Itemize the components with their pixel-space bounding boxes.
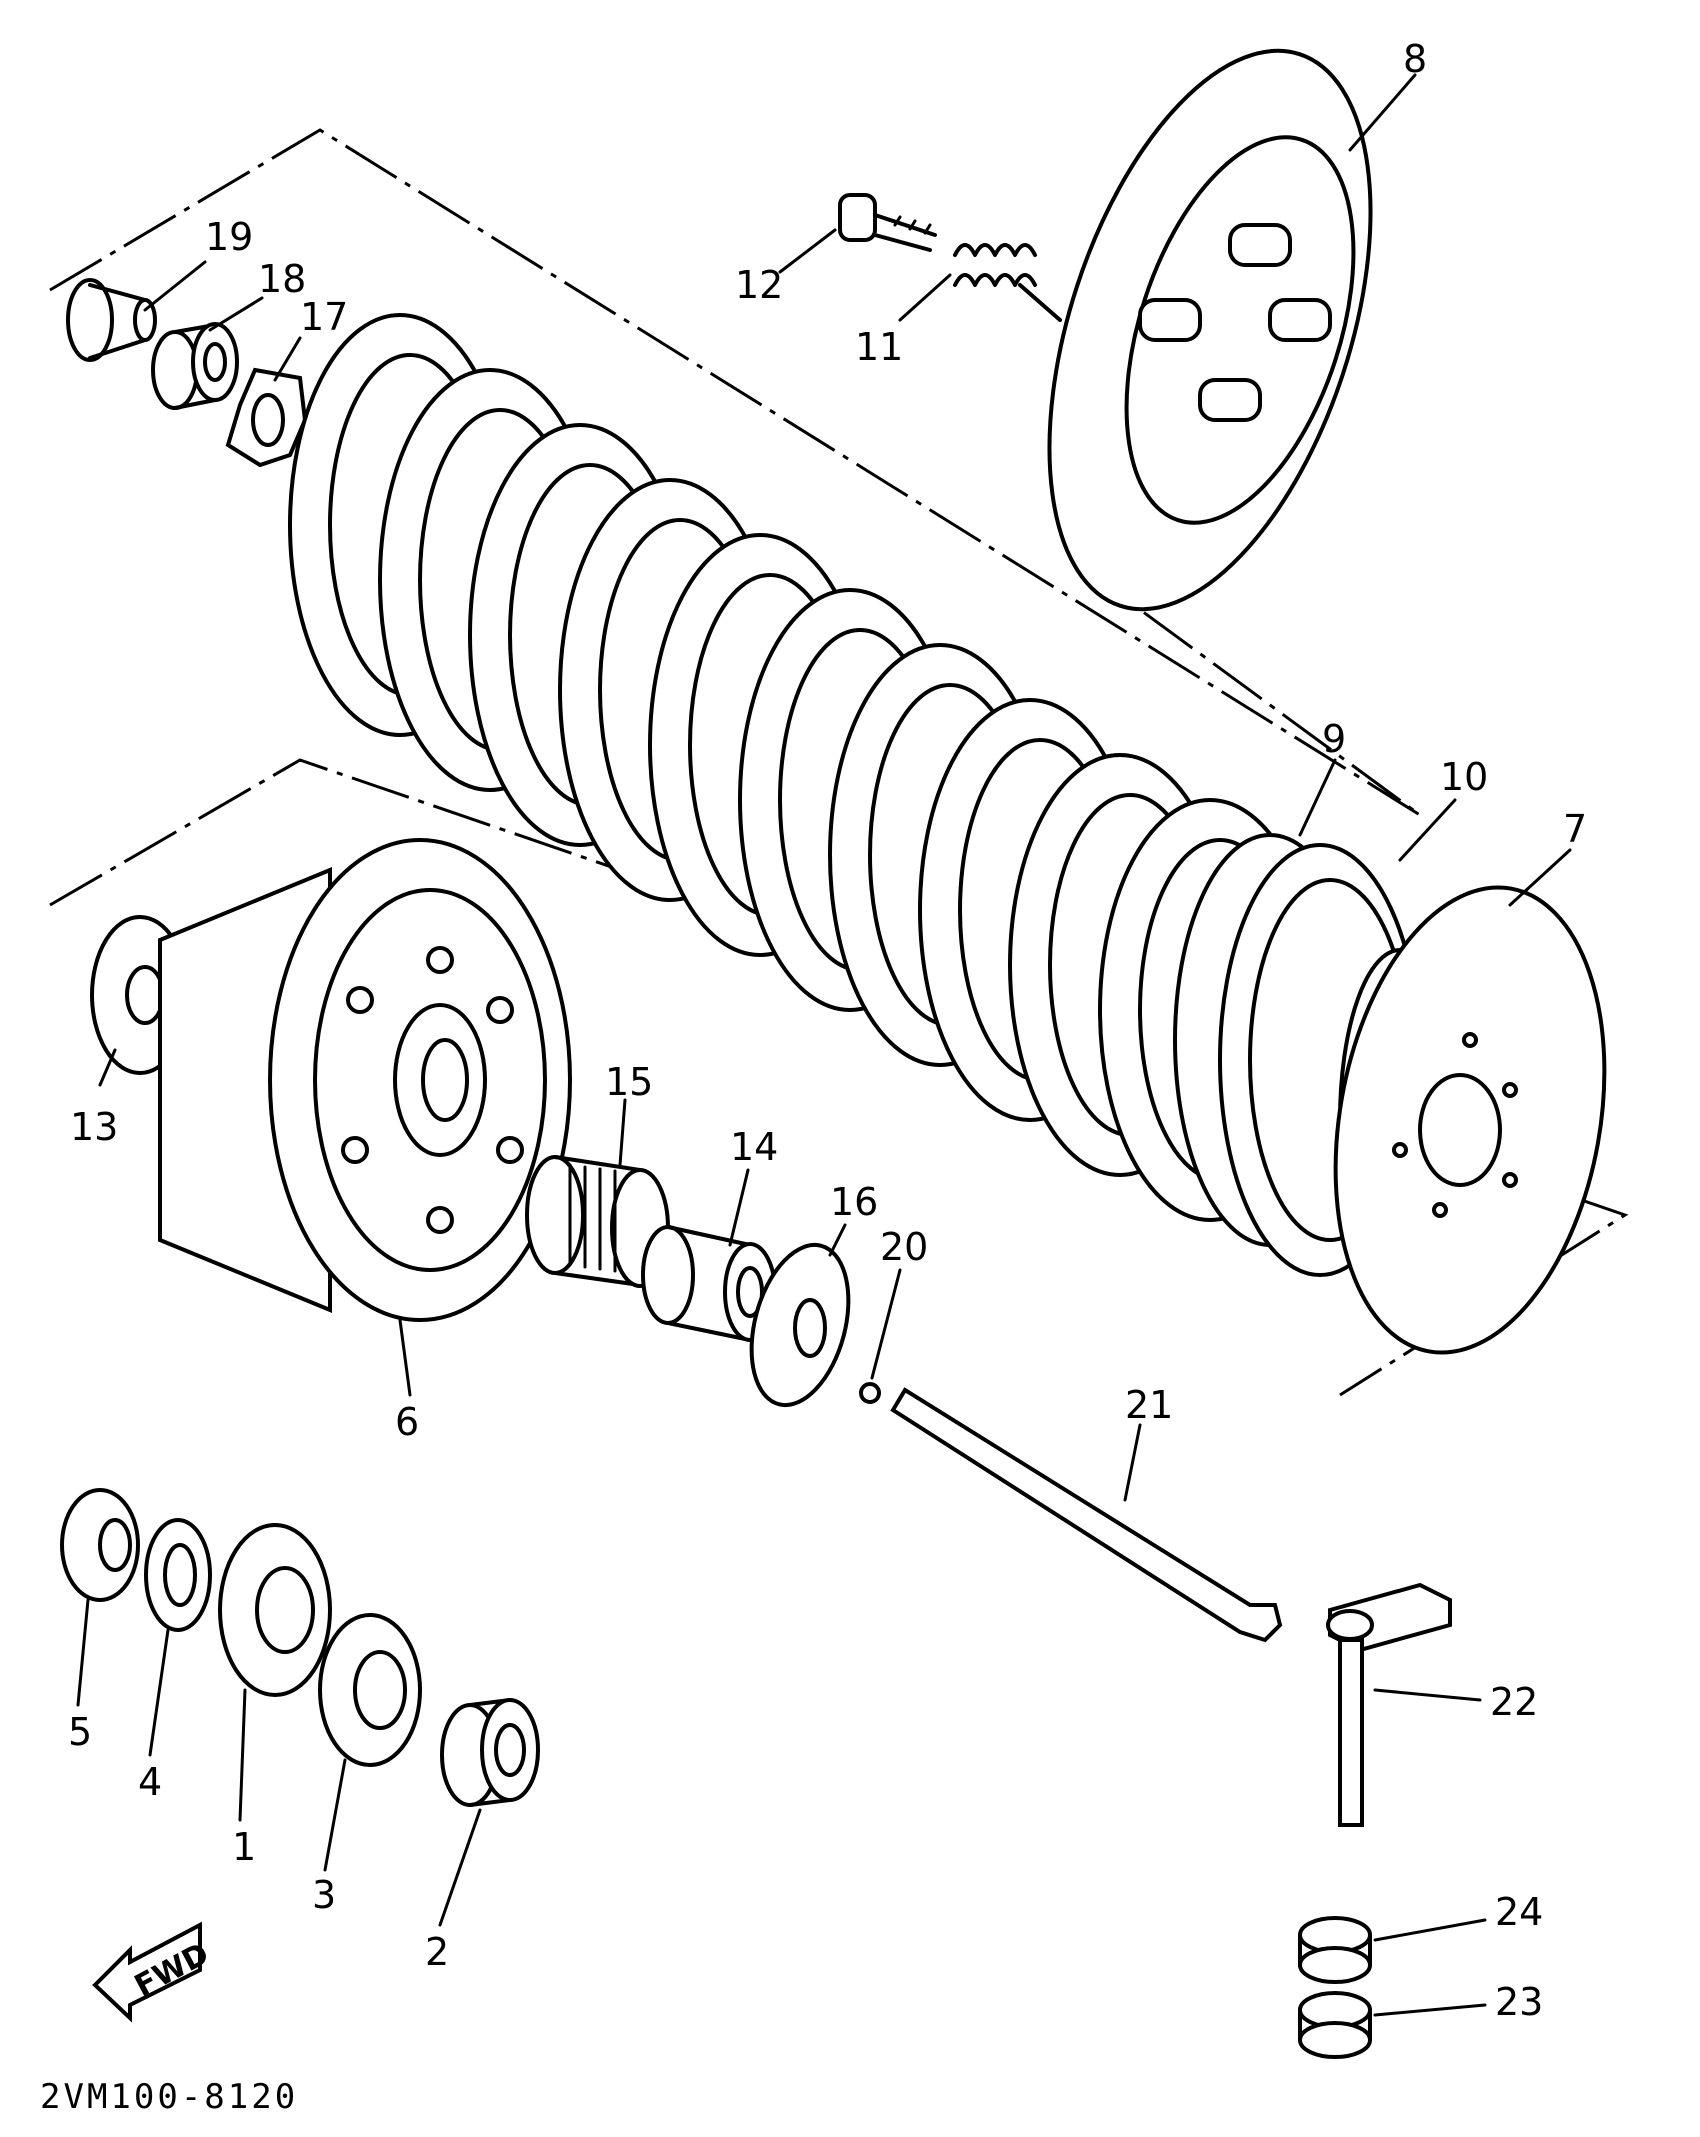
callout-19: 19 xyxy=(205,215,253,259)
callout-18: 18 xyxy=(258,257,306,301)
callout-6: 6 xyxy=(395,1400,419,1444)
callout-1: 1 xyxy=(232,1825,256,1869)
part-8-pressure-plate xyxy=(1047,48,1417,612)
part-18-bearing xyxy=(151,296,264,410)
callout-22: 22 xyxy=(1490,1680,1538,1724)
callout-17: 17 xyxy=(300,295,348,339)
callout-4: 4 xyxy=(138,1760,162,1804)
callout-7: 7 xyxy=(1563,807,1587,851)
part-3-gear xyxy=(318,1613,422,1872)
callout-23: 23 xyxy=(1495,1980,1543,2024)
callout-11: 11 xyxy=(855,325,903,369)
part-20-ball xyxy=(859,1268,902,1404)
part-6-clutch-housing xyxy=(158,838,572,1397)
callout-8: 8 xyxy=(1403,37,1427,81)
callout-24: 24 xyxy=(1495,1890,1543,1934)
diagram-code: 2VM100-8120 xyxy=(40,2077,298,2117)
callout-20: 20 xyxy=(880,1225,928,1269)
part-17-lock-washer xyxy=(225,336,308,468)
part-11-spring xyxy=(898,243,1062,322)
fwd-arrow-icon: FWD xyxy=(92,1921,215,2023)
part-16-thrust-washer xyxy=(749,1223,851,1408)
callout-13: 13 xyxy=(70,1105,118,1149)
part-21-push-rod xyxy=(890,1387,1283,1643)
callout-16: 16 xyxy=(830,1180,878,1224)
callout-14: 14 xyxy=(730,1125,778,1169)
callout-15: 15 xyxy=(605,1060,653,1104)
part-7-clutch-boss xyxy=(1333,848,1607,1355)
part-24-oil-seal xyxy=(1298,1916,1487,1984)
callout-9: 9 xyxy=(1322,717,1346,761)
part-1-primary-drive-gear xyxy=(218,1523,332,1822)
part-4-washer xyxy=(144,1518,212,1757)
part-2-collar xyxy=(438,1698,540,1927)
part-23-bearing xyxy=(1298,1991,1487,2059)
callout-labels: 8 19 18 17 12 11 9 10 7 13 15 14 16 20 6… xyxy=(68,37,1587,2024)
part-5-oil-seal xyxy=(60,1488,140,1707)
part-15-needle-bearing xyxy=(525,1098,670,1288)
callout-5: 5 xyxy=(68,1710,92,1754)
callout-2: 2 xyxy=(425,1930,449,1974)
callout-12: 12 xyxy=(735,263,783,307)
callout-10: 10 xyxy=(1440,755,1488,799)
part-12-screw xyxy=(778,193,937,274)
part-14-spacer xyxy=(641,1168,777,1342)
part-19-push-rod-end xyxy=(66,260,207,362)
upper-assembly-boundary xyxy=(49,128,1421,817)
part-22-push-lever-shaft xyxy=(1326,1582,1482,1827)
callout-21: 21 xyxy=(1125,1383,1173,1427)
callout-3: 3 xyxy=(312,1873,336,1917)
